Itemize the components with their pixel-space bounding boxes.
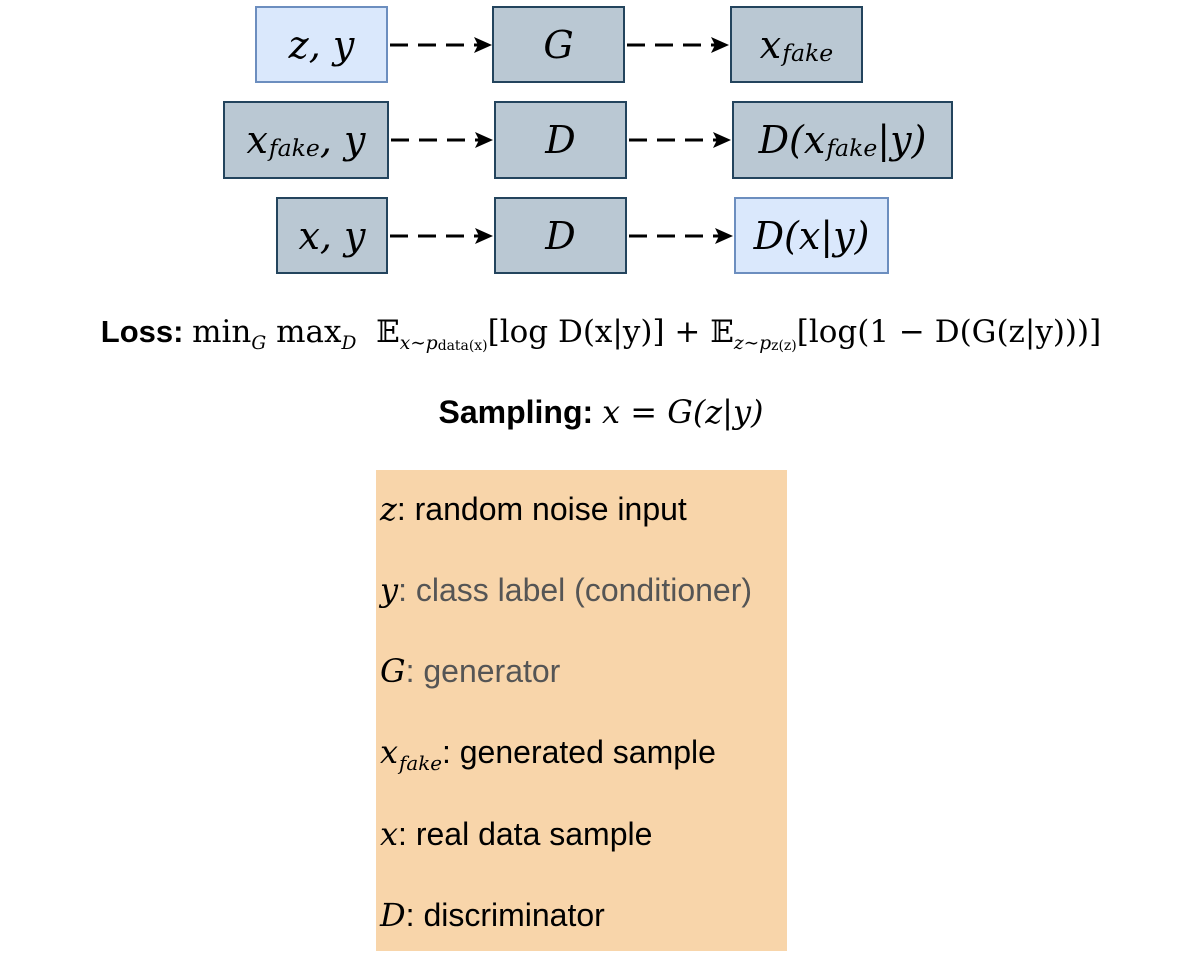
output-label: D(x|y) [753, 213, 870, 258]
legend-item-y: y: class label (conditioner) [380, 571, 752, 609]
legend-symbol: G [380, 652, 406, 690]
legend-box: z: random noise input y: class label (co… [376, 470, 787, 951]
arrow-icon [629, 132, 731, 148]
legend-text: : real data sample [398, 816, 653, 852]
legend-text: : discriminator [405, 897, 605, 933]
legend-symbol: x [380, 815, 399, 853]
legend-text: : generated sample [441, 734, 716, 770]
input-subscript: fake [268, 134, 320, 162]
legend-item-g: G: generator [380, 652, 560, 690]
legend-symbol-subscript: fake [399, 751, 442, 775]
min-operator: min [192, 314, 252, 350]
generator-node: G [492, 6, 625, 83]
legend-item-x-fake: xfake: generated sample [380, 733, 716, 775]
expectation-noise-subscript: z∼p [733, 332, 772, 354]
legend-item-z: z: random noise input [380, 490, 687, 528]
expectation-real-subscript: x∼p [399, 332, 438, 354]
legend-item-d: D: discriminator [380, 896, 605, 934]
loss-expression: minG maxD 𝔼x∼pdata(x)[log D(x|y)] + 𝔼z∼p… [192, 314, 1102, 354]
input-label: z, y [288, 22, 355, 67]
expectation-noise: 𝔼 [710, 314, 734, 350]
sampling-expression: x = G(z|y) [602, 393, 764, 431]
expectation-noise-subsubscript: z(z) [771, 338, 797, 355]
arrow-icon [390, 228, 493, 244]
arrow-icon [391, 132, 493, 148]
model-label: D [545, 213, 576, 258]
output-subscript: fake [782, 38, 834, 67]
input-node-x-y: x, y [276, 197, 388, 274]
loss-term-real: [log D(x|y)] + [487, 314, 711, 350]
legend-symbol: y [380, 571, 399, 609]
sampling-formula: Sampling: x = G(z|y) [0, 393, 1202, 431]
legend-symbol: D [380, 896, 406, 934]
discriminator-node-fake: D [494, 101, 627, 179]
model-label: D [545, 118, 576, 162]
legend-symbol: z [380, 490, 397, 528]
output-label: D(x [758, 118, 826, 162]
output-subscript: fake [826, 134, 878, 162]
discriminator-node-real: D [494, 197, 627, 274]
output-tail: |y) [877, 118, 927, 162]
input-tail: , y [319, 118, 366, 162]
max-operator: max [276, 314, 342, 350]
arrow-icon [629, 228, 733, 244]
max-subscript: D [341, 332, 357, 354]
expectation-real-subsubscript: data(x) [437, 338, 488, 355]
input-node-z-y: z, y [255, 6, 388, 83]
legend-text: : generator [405, 653, 561, 689]
legend-item-x: x: real data sample [380, 815, 652, 853]
model-label: G [543, 22, 574, 67]
output-label: x [759, 22, 782, 67]
arrow-icon [390, 37, 492, 53]
min-subscript: G [251, 332, 267, 354]
sampling-label: Sampling: [438, 394, 594, 430]
legend-text: : random noise input [396, 491, 687, 527]
legend-text: : class label (conditioner) [398, 572, 753, 608]
loss-formula: Loss: minG maxD 𝔼x∼pdata(x)[log D(x|y)] … [0, 314, 1202, 354]
loss-term-fake: [log(1 − D(G(z|y)))] [796, 314, 1102, 350]
output-node-d-x-y: D(x|y) [734, 197, 889, 274]
loss-label: Loss: [100, 314, 184, 349]
expectation-real: 𝔼 [376, 314, 400, 350]
arrow-icon [627, 37, 729, 53]
input-label: x, y [298, 213, 366, 258]
input-label: x [246, 118, 268, 162]
legend-symbol: x [380, 733, 399, 771]
